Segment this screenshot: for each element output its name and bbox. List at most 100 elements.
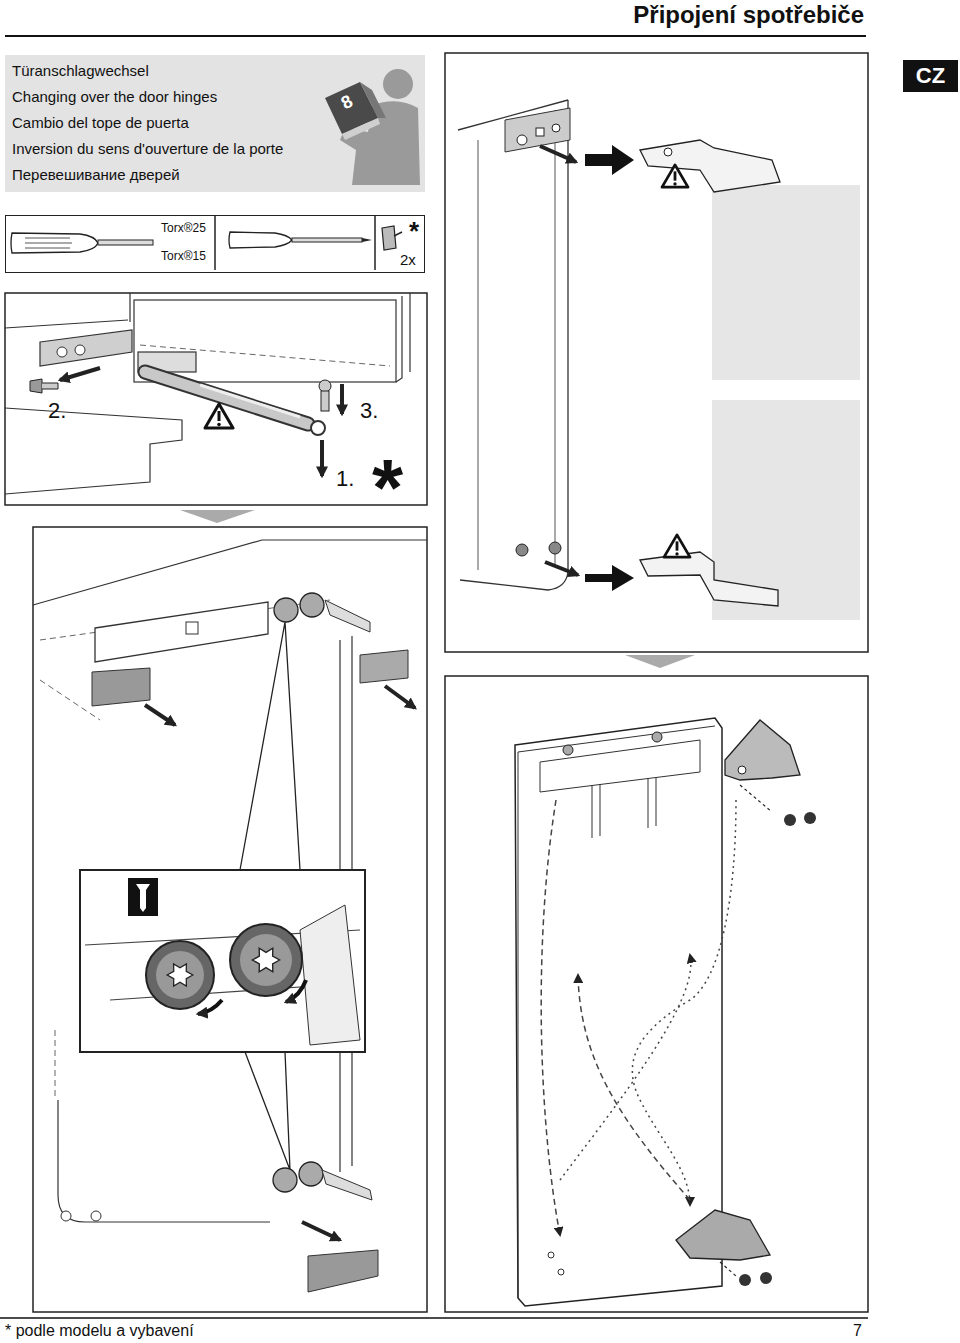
step-panel-swap-hinges — [516, 544, 528, 556]
footer-rule — [0, 1318, 868, 1319]
step-panel-remove-damper — [205, 404, 233, 428]
step-panel-swap-hinges — [664, 148, 672, 156]
step-panel-door-hinges — [578, 975, 690, 1200]
step-panel-remove-damper — [311, 421, 325, 435]
step-panel-door-hinges — [548, 1252, 554, 1258]
step-panel-cabinet-hinges — [95, 602, 268, 662]
step-panel-door-hinges — [676, 1210, 770, 1260]
step-panel-door-hinges — [541, 800, 560, 1235]
step-panel-remove-damper — [57, 347, 67, 357]
step-panel-door-hinges — [563, 745, 573, 755]
footer-rule — [0, 1317, 868, 1319]
step-panel-swap-hinges — [445, 53, 868, 652]
step-panel-door-hinges — [720, 1262, 736, 1276]
step-panel-door-hinges — [540, 740, 700, 792]
tool-label: * — [409, 217, 419, 247]
heading-line: Changing over the door hinges — [12, 84, 418, 110]
reading-person-icon — [383, 69, 413, 99]
step-panel-swap-hinges — [585, 565, 634, 591]
step-panel-remove-damper — [321, 391, 329, 411]
step-panel-cabinet-hinges — [300, 593, 324, 617]
step-panel-cabinet-hinges — [360, 650, 408, 683]
step-panel-cabinet-hinges — [33, 527, 427, 1312]
step-panel-door-hinges — [739, 1274, 751, 1286]
step-panel-door-hinges — [652, 732, 662, 742]
step-panel-door-hinges — [738, 766, 746, 774]
step-panel-cabinet-hinges — [156, 951, 204, 999]
step-panel-door-hinges — [725, 720, 800, 780]
step-panel-remove-damper — [319, 380, 331, 392]
step-panel-swap-hinges — [458, 100, 568, 590]
step-panel-door-hinges — [560, 955, 691, 1180]
reading-person-icon — [360, 82, 386, 118]
tool-screwdrivers — [292, 238, 362, 242]
step-panel-cabinet-hinges — [230, 924, 302, 996]
heading-ground — [5, 55, 425, 192]
step-panel-swap-hinges — [517, 135, 527, 145]
step-panel-cabinet-hinges — [61, 1211, 71, 1221]
step-panel-cabinet-hinges — [167, 964, 193, 986]
heading-line: Cambio del tope de puerta — [12, 110, 418, 136]
step-panel-door-hinges — [518, 726, 715, 1298]
language-code: CZ — [916, 65, 945, 87]
tool-screwdrivers — [98, 240, 153, 245]
step-panel-cabinet-hinges — [300, 905, 360, 1045]
step-panel-door-hinges — [558, 1269, 564, 1275]
step-panel-swap-hinges — [585, 145, 634, 175]
model-dependent-mark: * — [372, 448, 403, 528]
tool-screwdrivers — [11, 233, 98, 253]
step-panel-swap-hinges — [640, 140, 780, 192]
step-panel-remove-damper — [30, 379, 42, 393]
step-panel-door-hinges — [445, 676, 868, 1312]
step-panel-remove-damper — [5, 293, 427, 505]
step-panel-cabinet-hinges — [58, 1100, 270, 1222]
heading-line: Inversion du sens d'ouverture de la port… — [12, 136, 418, 162]
step-panel-remove-damper — [40, 330, 132, 366]
step-panel-remove-damper — [42, 383, 58, 389]
step-panel-door-hinges — [760, 1272, 772, 1284]
manual-page-number: 8 — [338, 91, 357, 114]
step-panel-swap-hinges — [540, 146, 576, 162]
step-panel-cabinet-hinges — [33, 527, 427, 1312]
step-panel-cabinet-hinges — [240, 934, 292, 986]
step-panel-cabinet-hinges — [385, 686, 415, 708]
step-panel-remove-damper — [5, 408, 182, 494]
step-panel-door-hinges — [515, 718, 722, 1306]
tool-screwdrivers — [394, 232, 402, 236]
step-panel-swap-hinges — [552, 124, 560, 132]
step-panel-cabinet-hinges — [302, 1222, 340, 1240]
tool-label: Torx®15 — [161, 250, 206, 264]
step-transition-arrow — [625, 655, 695, 668]
step-panel-swap-hinges — [478, 110, 555, 570]
step-panel-cabinet-hinges — [198, 1000, 222, 1014]
step-panel-swap-hinges — [640, 552, 778, 606]
step-panel-door-hinges — [592, 777, 656, 838]
step-panel-remove-damper — [134, 300, 396, 382]
step-number: 2. — [48, 398, 66, 423]
step-panel-remove-damper — [340, 384, 344, 414]
step-panel-swap-hinges — [536, 128, 544, 136]
step-panel-swap-hinges — [664, 535, 690, 557]
step-panel-remove-damper — [5, 293, 427, 505]
step-panel-cabinet-hinges — [308, 1250, 378, 1292]
step-panel-cabinet-hinges — [136, 884, 150, 912]
page-title: Připojení spotřebiče — [633, 1, 864, 29]
step-panel-cabinet-hinges — [322, 1170, 372, 1200]
step-panel-swap-hinges — [545, 562, 578, 575]
step-panel-swap-hinges — [549, 542, 561, 554]
tool-screwdrivers — [382, 226, 396, 250]
step-panel-remove-damper — [396, 293, 410, 382]
step-panel-remove-damper — [60, 368, 100, 380]
tool-screwdrivers — [229, 232, 292, 248]
heading-box: TüranschlagwechselChanging over the door… — [5, 55, 425, 192]
step-panel-cabinet-hinges — [92, 668, 150, 706]
tool-screwdrivers — [25, 238, 72, 248]
step-panel-door-hinges — [445, 676, 868, 1312]
step-transition-arrow — [180, 510, 255, 523]
step-panel-cabinet-hinges — [186, 622, 198, 634]
step-panel-remove-damper — [320, 440, 324, 476]
header-rule — [5, 36, 866, 37]
step-panel-swap-hinges — [712, 185, 860, 380]
